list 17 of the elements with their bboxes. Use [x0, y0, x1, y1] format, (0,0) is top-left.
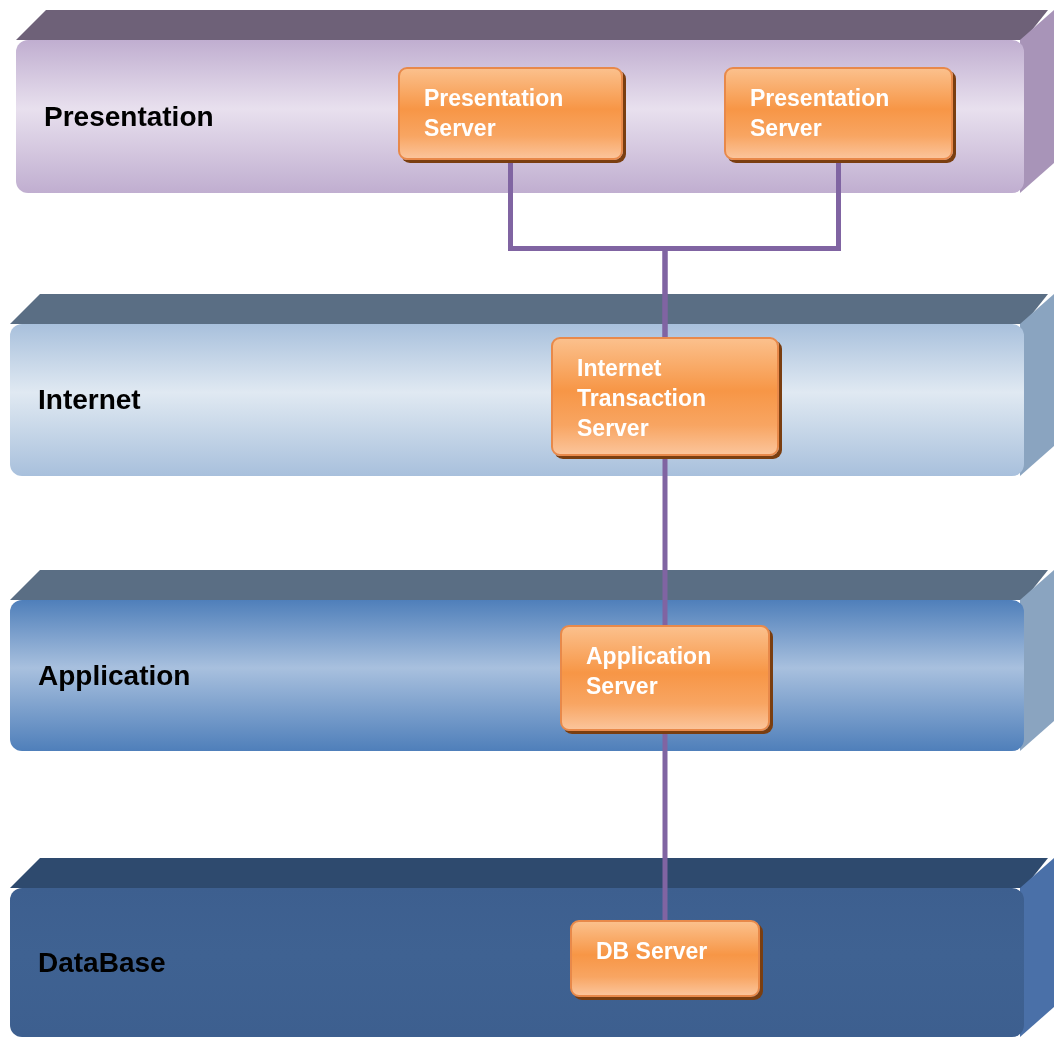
server-box: [560, 625, 770, 731]
server-label: DB Server: [596, 937, 708, 966]
server-label: Internet Transaction Server: [577, 354, 708, 443]
layer-label: Application: [38, 659, 191, 692]
connector-line: [662, 160, 841, 337]
server-label: Presentation Server: [750, 84, 891, 143]
connector-line: [662, 731, 668, 920]
connector-line: [662, 456, 668, 625]
layer-label: DataBase: [38, 946, 166, 979]
layer-label: Presentation: [44, 100, 214, 133]
layer-label: Internet: [38, 384, 141, 416]
server-box: [570, 920, 760, 997]
server-label: Presentation Server: [424, 84, 565, 143]
server-box: [398, 67, 623, 160]
server-label: Application Server: [586, 642, 713, 701]
server-box: [551, 337, 779, 456]
server-box: [724, 67, 953, 160]
